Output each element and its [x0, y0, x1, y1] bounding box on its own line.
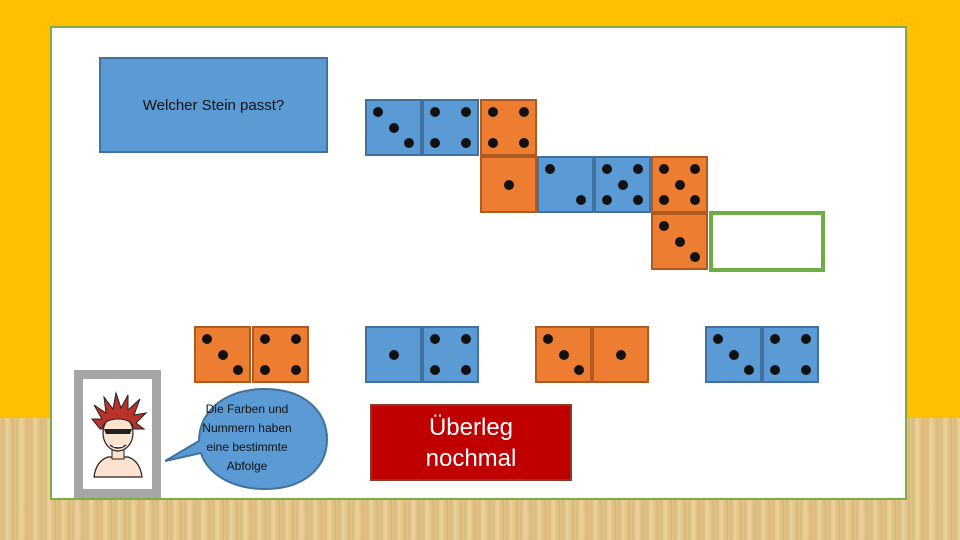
- domino-pip: [574, 365, 585, 376]
- domino-pip: [503, 179, 514, 190]
- domino-pip: [388, 122, 399, 133]
- domino-pip: [690, 163, 701, 174]
- domino-pip: [690, 195, 701, 206]
- domino-pip: [674, 179, 685, 190]
- domino-pip: [461, 365, 472, 376]
- domino-pip: [576, 195, 587, 206]
- domino-pip: [712, 333, 723, 344]
- choice-4-left-half[interactable]: [705, 326, 762, 383]
- domino-pip: [291, 333, 302, 344]
- domino-pip: [429, 365, 440, 376]
- domino-pip: [633, 195, 644, 206]
- domino-pip: [519, 106, 530, 117]
- character-frame: [74, 370, 161, 498]
- domino-pip: [601, 163, 612, 174]
- domino-pip: [658, 163, 669, 174]
- domino-pip: [744, 365, 755, 376]
- domino-pip: [728, 349, 739, 360]
- chain-domino-4-right: [651, 213, 708, 270]
- feedback-text: Überleg nochmal: [425, 413, 517, 472]
- choice-3-right-half[interactable]: [592, 326, 649, 383]
- chain-domino-3-left: [537, 156, 594, 213]
- choice-1-right-half[interactable]: [252, 326, 309, 383]
- choice-3-left-half[interactable]: [535, 326, 592, 383]
- domino-pip: [558, 349, 569, 360]
- domino-pip: [461, 333, 472, 344]
- domino-pip: [388, 349, 399, 360]
- character-avatar-icon: [90, 391, 147, 478]
- domino-pip: [429, 333, 440, 344]
- chain-domino-3-right: [594, 156, 651, 213]
- domino-pip: [769, 365, 780, 376]
- domino-pip: [461, 106, 472, 117]
- chain-domino-1-left: [365, 99, 422, 156]
- domino-pip: [633, 163, 644, 174]
- question-text: Welcher Stein passt?: [142, 96, 285, 114]
- choice-2-right-half[interactable]: [422, 326, 479, 383]
- chain-domino-2-right: [480, 156, 537, 213]
- domino-pip: [769, 333, 780, 344]
- speech-bubble: [165, 387, 329, 491]
- chain-domino-1-right: [422, 99, 479, 156]
- domino-pip: [658, 195, 669, 206]
- domino-pip: [615, 349, 626, 360]
- chain-domino-2-left: [480, 99, 537, 156]
- domino-pip: [487, 106, 498, 117]
- domino-pip: [674, 236, 685, 247]
- domino-pip: [542, 333, 553, 344]
- domino-pip: [617, 179, 628, 190]
- target-slot[interactable]: [709, 211, 825, 272]
- domino-pip: [487, 138, 498, 149]
- question-box: Welcher Stein passt?: [99, 57, 328, 153]
- feedback-box: Überleg nochmal: [370, 404, 572, 481]
- domino-pip: [259, 365, 270, 376]
- domino-pip: [461, 138, 472, 149]
- domino-pip: [291, 365, 302, 376]
- domino-pip: [372, 106, 383, 117]
- domino-pip: [519, 138, 530, 149]
- chain-domino-4-left: [651, 156, 708, 213]
- domino-pip: [259, 333, 270, 344]
- choice-2-left-half[interactable]: [365, 326, 422, 383]
- domino-pip: [404, 138, 415, 149]
- hint-text: Die Farben und Nummern haben eine bestim…: [202, 402, 292, 473]
- domino-pip: [233, 365, 244, 376]
- domino-pip: [429, 106, 440, 117]
- choice-4-right-half[interactable]: [762, 326, 819, 383]
- domino-pip: [429, 138, 440, 149]
- domino-pip: [801, 333, 812, 344]
- domino-pip: [690, 252, 701, 263]
- domino-pip: [658, 220, 669, 231]
- domino-pip: [801, 365, 812, 376]
- choice-1-left-half[interactable]: [194, 326, 251, 383]
- domino-pip: [601, 195, 612, 206]
- domino-pip: [217, 349, 228, 360]
- domino-pip: [544, 163, 555, 174]
- domino-pip: [201, 333, 212, 344]
